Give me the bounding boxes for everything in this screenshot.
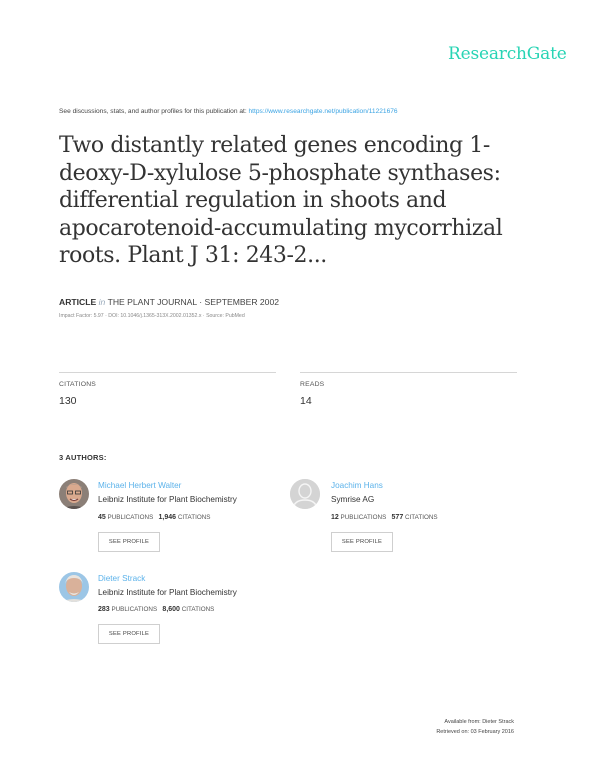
author-stats-1: 45 PUBLICATIONS 1,946 CITATIONS <box>98 514 210 521</box>
authors-heading: 3 AUTHORS: <box>59 453 107 462</box>
retrieved-on: Retrieved on: 03 February 2016 <box>436 729 514 735</box>
person-photo-icon <box>59 572 89 602</box>
see-profile-button-3[interactable]: SEE PROFILE <box>98 624 160 644</box>
discussion-prefix: See discussions, stats, and author profi… <box>59 108 249 115</box>
author-publications-count: 283 <box>98 606 110 613</box>
author-institution-1: Leibniz Institute for Plant Biochemistry <box>98 495 237 504</box>
divider-reads <box>300 372 517 373</box>
author-citations-label: CITATIONS <box>181 606 215 613</box>
avatar-author-3[interactable] <box>59 572 89 602</box>
in-label: in <box>98 297 106 307</box>
author-name-2[interactable]: Joachim Hans <box>331 481 383 490</box>
author-institution-2: Symrise AG <box>331 495 375 504</box>
author-publications-label: PUBLICATIONS <box>340 514 387 521</box>
author-citations-count: 8,600 <box>162 606 180 613</box>
author-institution-3: Leibniz Institute for Plant Biochemistry <box>98 588 237 597</box>
author-name-3[interactable]: Dieter Strack <box>98 574 146 583</box>
author-publications-count: 45 <box>98 514 106 521</box>
citations-count: 130 <box>59 395 77 407</box>
avatar-author-1[interactable] <box>59 479 89 509</box>
publication-title: Two distantly related genes encoding 1-d… <box>59 133 503 268</box>
publication-subline: Impact Factor: 5.97 · DOI: 10.1046/j.136… <box>59 313 245 319</box>
divider-citations <box>59 372 276 373</box>
see-profile-button-1[interactable]: SEE PROFILE <box>98 532 160 552</box>
available-from: Available from: Dieter Strack <box>444 719 514 725</box>
person-photo-icon <box>59 479 89 509</box>
publication-link[interactable]: https://www.researchgate.net/publication… <box>248 108 398 115</box>
see-profile-button-2[interactable]: SEE PROFILE <box>331 532 393 552</box>
journal-date: THE PLANT JOURNAL · SEPTEMBER 2002 <box>107 297 280 307</box>
author-name-1[interactable]: Michael Herbert Walter <box>98 481 182 490</box>
publication-type: ARTICLE <box>59 297 97 307</box>
avatar-author-2[interactable] <box>290 479 320 509</box>
author-stats-2: 12 PUBLICATIONS 577 CITATIONS <box>331 514 438 521</box>
author-citations-label: CITATIONS <box>404 514 438 521</box>
reads-count: 14 <box>300 395 312 407</box>
author-citations-count: 1,946 <box>158 514 177 521</box>
author-stats-3: 283 PUBLICATIONS 8,600 CITATIONS <box>98 606 214 613</box>
author-publications-count: 12 <box>331 514 339 521</box>
author-publications-label: PUBLICATIONS <box>107 514 154 521</box>
author-publications-label: PUBLICATIONS <box>111 606 158 613</box>
reads-label: READS <box>300 381 325 388</box>
publication-meta: ARTICLE in THE PLANT JOURNAL · SEPTEMBER… <box>59 297 279 307</box>
default-user-icon <box>290 479 320 509</box>
discussion-notice: See discussions, stats, and author profi… <box>59 108 398 115</box>
author-citations-count: 577 <box>391 514 404 521</box>
citations-label: CITATIONS <box>59 381 97 388</box>
author-citations-label: CITATIONS <box>177 514 211 521</box>
researchgate-logo[interactable]: ResearchGate <box>448 44 567 64</box>
